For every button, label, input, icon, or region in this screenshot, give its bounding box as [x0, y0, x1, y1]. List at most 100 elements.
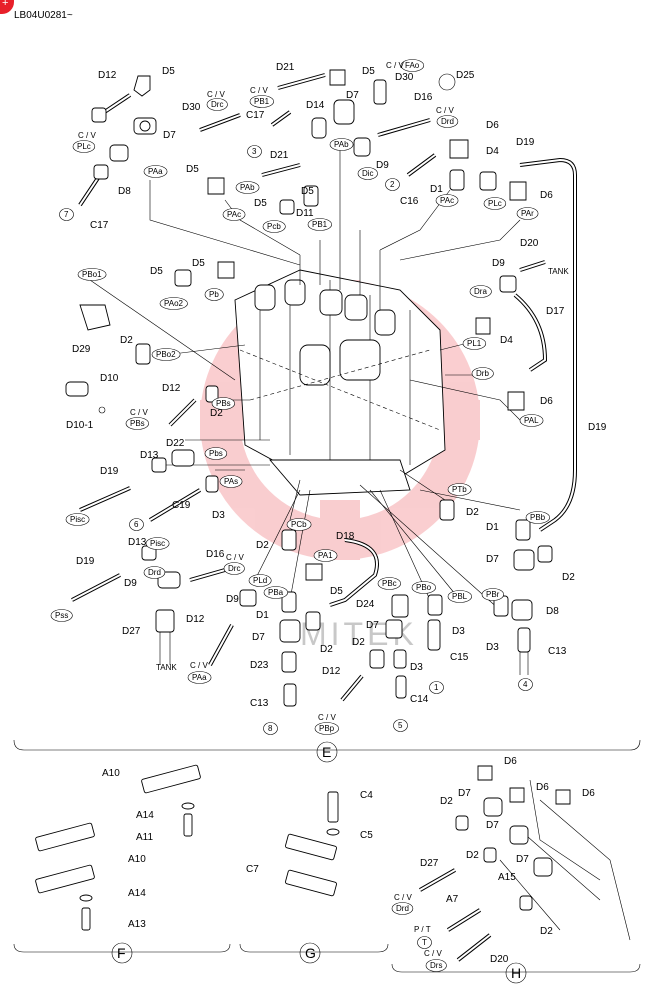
- fitting-d5-lower: [305, 563, 323, 581]
- port-pbo: PBo: [416, 583, 432, 592]
- port-drd-lower: Drd: [148, 568, 161, 577]
- label-d2-mid: D2: [256, 540, 269, 551]
- label-d8-right: D8: [546, 606, 559, 617]
- label-d7-mid: D7: [252, 632, 265, 643]
- port-oval: [59, 208, 74, 221]
- label-d3-far-right: D3: [486, 642, 499, 653]
- label-h-cv-drs: C / V: [424, 949, 442, 958]
- port-oval: [516, 207, 539, 220]
- port-oval: [391, 902, 414, 915]
- section-label-g: G: [305, 945, 316, 961]
- label-d2-lower-center: D2: [352, 637, 365, 648]
- label-d16-lower: D16: [206, 549, 225, 560]
- label-d7-top-center: D7: [346, 90, 359, 101]
- label-cv-pbs: C / V: [130, 408, 148, 417]
- port-oval: [77, 268, 107, 281]
- label-h-pt: P / T: [414, 925, 431, 934]
- control-valve-body: [234, 225, 446, 496]
- section-h-parts: [419, 765, 631, 962]
- hose-d12-top: [91, 93, 132, 123]
- label-d2-lower-mid: D2: [320, 644, 333, 655]
- port-h-drd: Drd: [396, 904, 409, 913]
- label-d3-lower-center: D3: [410, 662, 423, 673]
- callout-1: 1: [434, 683, 439, 692]
- callout-6: 6: [134, 520, 139, 529]
- port-ptb: PTb: [452, 485, 467, 494]
- fitting-d1-top: [449, 169, 465, 191]
- label-h-d2-c: D2: [540, 926, 553, 937]
- label-d5-top-left: D5: [162, 66, 175, 77]
- fitting-d9-right: [499, 275, 517, 293]
- port-pbl: PBL: [452, 592, 468, 601]
- section-g-bracket: [239, 943, 389, 953]
- fitting-d23: [281, 651, 297, 673]
- fitting-d5-mid-left: [207, 177, 225, 195]
- label-d9-mid: D9: [226, 594, 239, 605]
- port-pss: Pss: [55, 611, 68, 620]
- label-cv-drd: C / V: [436, 106, 454, 115]
- hose-c17: [78, 164, 109, 207]
- port-oval: [211, 397, 235, 410]
- callout-5: 5: [398, 721, 403, 730]
- label-tank-right: TANK: [548, 267, 569, 276]
- port-pcb-mid: PCb: [291, 520, 307, 529]
- port-pbs-cv: PBs: [130, 419, 145, 428]
- port-plc-right: PLc: [488, 199, 502, 208]
- port-pbr: PBr: [486, 590, 500, 599]
- fitting-d1-mid: [281, 591, 297, 613]
- section-label-h: H: [511, 965, 521, 981]
- port-plc-top: PLc: [77, 142, 91, 151]
- port-pl1: PL1: [467, 339, 482, 348]
- label-c4: C4: [360, 790, 373, 801]
- label-c17: C17: [90, 220, 109, 231]
- port-pao2: PAo2: [164, 299, 184, 308]
- label-cv-drc: C / V: [207, 90, 225, 99]
- elbow-fitting-d5-top: [329, 69, 346, 86]
- label-d25: D25: [456, 70, 475, 81]
- section-h-bracket: [391, 963, 641, 973]
- port-oval: [518, 678, 533, 691]
- section-label-e: E: [322, 744, 331, 760]
- port-oval: [206, 98, 228, 111]
- tee-fitting-d8-right: [511, 599, 533, 621]
- fitting-d11: [303, 185, 319, 207]
- label-d19-top: D19: [516, 137, 535, 148]
- callout-numbers: 1 2 3 4 5 6 7 8: [64, 147, 528, 733]
- fitting-d24: [391, 594, 409, 618]
- label-d13-left: D13: [140, 450, 159, 461]
- port-h-drs: Drs: [430, 961, 442, 970]
- port-pbc: PBc: [382, 579, 397, 588]
- label-c14: C14: [410, 694, 429, 705]
- port-oval: [65, 513, 90, 526]
- port-oval: [204, 288, 224, 301]
- label-cv-pbp: C / V: [318, 713, 336, 722]
- port-paa-lower: PAa: [192, 673, 207, 682]
- fitting-d8: [109, 144, 129, 162]
- label-d2-left: D2: [120, 335, 133, 346]
- fitting-d5-left-a: [174, 269, 192, 287]
- label-d30-top: D30: [395, 72, 414, 83]
- port-oval: [248, 574, 272, 587]
- label-c7: C7: [246, 864, 259, 875]
- fitting-d3-lower-center: [393, 649, 407, 669]
- label-h-cv-drd: C / V: [394, 893, 412, 902]
- port-oval: [72, 140, 96, 153]
- fitting-d2-right: [537, 545, 553, 563]
- port-pbs-small: Pbs: [209, 449, 223, 458]
- port-oval: [204, 447, 228, 460]
- hose-d12-lower-center: [340, 674, 364, 702]
- callout-4: 4: [523, 680, 528, 689]
- ring-d10-1: [98, 406, 106, 414]
- port-oval: [143, 165, 168, 178]
- hose-d16-lower: [189, 568, 226, 582]
- port-oval: [263, 586, 288, 599]
- port-oval: [525, 511, 550, 524]
- label-d1-right: D1: [486, 522, 499, 533]
- label-h-d7-a: D7: [458, 788, 471, 799]
- port-oval: [219, 475, 243, 488]
- port-oval: [462, 337, 487, 350]
- hose-d19-left: [79, 486, 131, 512]
- label-d23: D23: [250, 660, 269, 671]
- port-paa-top: PAa: [148, 167, 163, 176]
- label-d12-lower-center: D12: [322, 666, 341, 677]
